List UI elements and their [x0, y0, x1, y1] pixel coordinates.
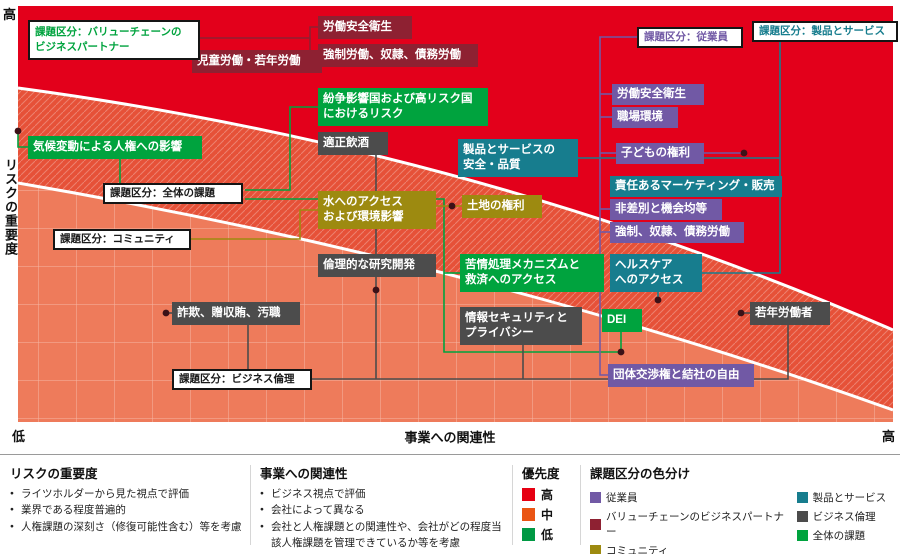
legend-divider — [512, 465, 513, 545]
category-item-label: 製品とサービス — [812, 492, 887, 504]
legend-relevance-bullets: ビジネス視点で評価会社によって異なる会社と人権課題との関連性や、会社がどの程度当… — [260, 486, 506, 551]
legend-categories-title: 課題区分の色分け — [590, 467, 691, 481]
y-axis-title: リスクの重要度 — [3, 158, 18, 256]
y-axis-high-label: 高 — [3, 7, 17, 22]
connector-line-community — [191, 209, 318, 240]
connector-line-overall — [245, 106, 318, 191]
priority-item: 中 — [522, 506, 574, 523]
legend-bullet: 会社によって異なる — [260, 502, 506, 518]
priority-item-swatch — [522, 528, 535, 541]
data-point-dot — [162, 309, 170, 317]
priority-zones-chart — [14, 6, 894, 422]
category-item: バリューチェーンのビジネスパートナー — [590, 509, 787, 539]
priority-item-label: 高 — [541, 488, 554, 502]
connector-line-overall — [17, 131, 28, 148]
data-point-dot — [372, 286, 380, 294]
category-item-label: コミュニティ — [606, 545, 669, 554]
legend-relevance: 事業への関連性 ビジネス視点で評価会社によって異なる会社と人権課題との関連性や、… — [260, 463, 506, 551]
legend-bullet: ビジネス視点で評価 — [260, 486, 506, 502]
data-point-dot — [740, 149, 748, 157]
category-item-swatch — [796, 492, 808, 503]
category-legend-column-a: 従業員バリューチェーンのビジネスパートナーコミュニティ — [590, 486, 787, 554]
x-axis-title: 事業への関連性 — [404, 430, 496, 445]
data-point-dot — [617, 348, 625, 356]
category-item: 全体の課題 — [796, 528, 896, 543]
category-item-label: 全体の課題 — [812, 530, 866, 542]
legend-importance: リスクの重要度 ライツホルダーから見た視点で評価業界である程度普遍的人権課題の深… — [10, 463, 246, 535]
category-item-label: 従業員 — [606, 492, 638, 504]
category-item-swatch — [590, 518, 601, 530]
category-item: ビジネス倫理 — [796, 509, 896, 524]
x-axis-high-label: 高 — [881, 429, 895, 444]
category-item-label: ビジネス倫理 — [812, 511, 876, 523]
connector-line-products — [702, 42, 781, 274]
category-item-swatch — [590, 492, 601, 503]
legend-divider — [250, 465, 251, 545]
data-point-dot — [654, 296, 662, 304]
data-point-dot — [448, 202, 456, 210]
zone-boundary-high-mid — [17, 86, 894, 332]
priority-item-label: 低 — [541, 528, 554, 542]
connector-line-employee — [599, 36, 637, 376]
legend-relevance-title: 事業への関連性 — [260, 467, 348, 481]
category-item-label: バリューチェーンのビジネスパートナー — [606, 511, 784, 538]
legend-bullet: 業界である程度普遍的 — [10, 502, 246, 518]
connector-line-valuechain — [192, 26, 318, 39]
data-point-dot — [14, 127, 22, 135]
priority-item-swatch — [522, 508, 535, 521]
legend-priority: 優先度 高中低 — [522, 463, 574, 546]
legend-bullet: 会社と人権課題との関連性や、会社がどの程度当該人権課題を管理できているか等を考慮 — [260, 519, 506, 552]
category-item-swatch — [796, 511, 808, 522]
legend-bullet: ライツホルダーから見た視点で評価 — [10, 486, 246, 502]
priority-item: 高 — [522, 486, 574, 503]
legend-panel: リスクの重要度 ライツホルダーから見た視点で評価業界である程度普遍的人権課題の深… — [0, 454, 900, 554]
data-point-dot — [737, 309, 745, 317]
legend-importance-bullets: ライツホルダーから見た視点で評価業界である程度普遍的人権課題の深刻さ（修復可能性… — [10, 486, 246, 535]
legend-divider — [580, 465, 581, 545]
category-legend-column-b: 製品とサービスビジネス倫理全体の課題 — [796, 486, 896, 554]
priority-item-swatch — [522, 488, 535, 501]
legend-categories: 課題区分の色分け 従業員バリューチェーンのビジネスパートナーコミュニティ 製品と… — [590, 463, 896, 554]
category-item: 製品とサービス — [796, 490, 896, 505]
category-item-swatch — [796, 530, 808, 541]
legend-priority-title: 優先度 — [522, 467, 560, 481]
priority-item-label: 中 — [541, 508, 554, 522]
category-item: 従業員 — [590, 490, 787, 505]
priority-item: 低 — [522, 526, 574, 543]
category-item-swatch — [590, 545, 601, 554]
mid-zone-hatch-pattern — [18, 88, 893, 410]
category-item: コミュニティ — [590, 543, 787, 554]
human-rights-map: 児童労働・若年労働労働安全衛生強制労働、奴隷、債務労働紛争影響国および高リスク国… — [3, 6, 898, 445]
legend-bullet: 人権課題の深刻さ（修復可能性含む）等を考慮 — [10, 519, 246, 535]
legend-importance-title: リスクの重要度 — [10, 467, 98, 481]
data-point-dots-layer — [14, 127, 748, 356]
priority-items: 高中低 — [522, 486, 574, 543]
connector-line-ethics — [312, 325, 789, 380]
axis-low-label: 低 — [12, 429, 26, 444]
